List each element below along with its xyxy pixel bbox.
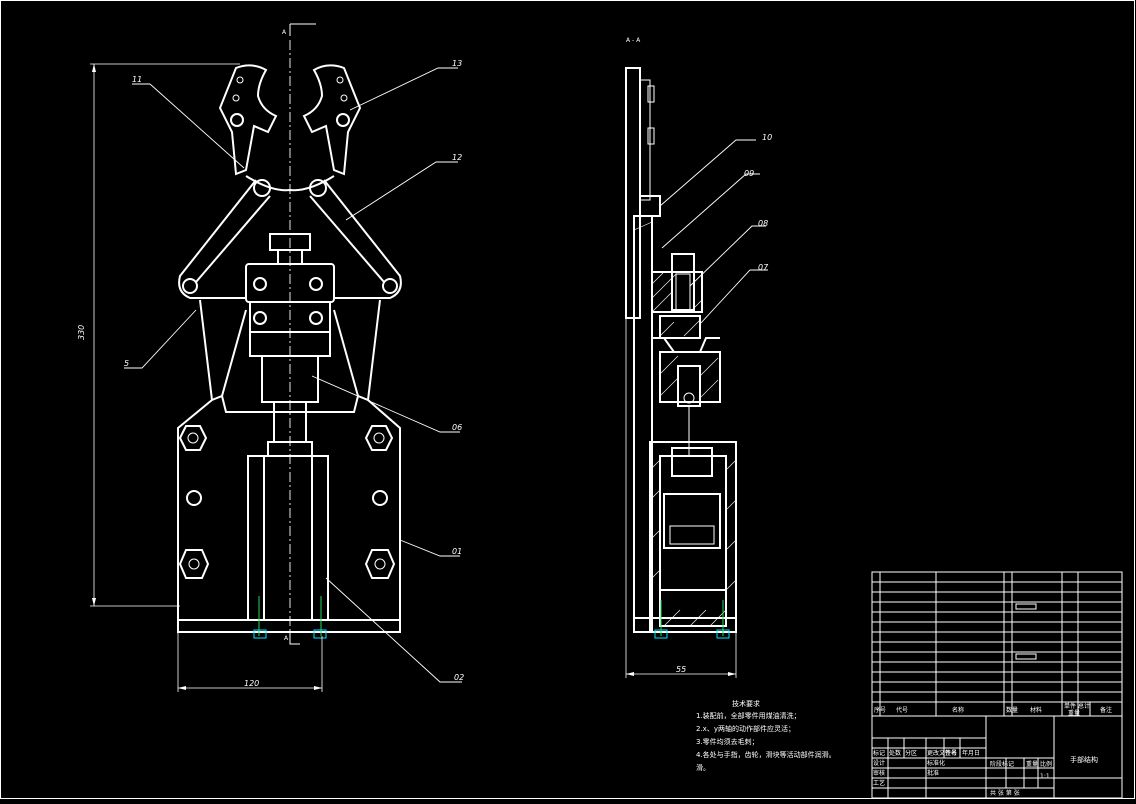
tech-notes: 技术要求 1.装配前，全部零件用煤油清洗； 2.x、y两轴的动作部件应灵活； 3…: [696, 699, 836, 772]
svg-text:年月日: 年月日: [962, 749, 980, 757]
svg-text:02: 02: [454, 673, 464, 682]
svg-text:分区: 分区: [905, 749, 917, 757]
dim-depth-value: 55: [676, 665, 686, 674]
right-arm: [323, 179, 402, 299]
svg-text:2.x、y两轴的动作部件应灵活；: 2.x、y两轴的动作部件应灵活；: [696, 724, 795, 733]
svg-text:阶段标记: 阶段标记: [990, 760, 1014, 768]
section-title: A - A: [626, 37, 641, 44]
svg-text:序号: 序号: [874, 706, 886, 714]
svg-text:批准: 批准: [927, 769, 939, 777]
dim-height: [90, 63, 240, 607]
section-hatching: [649, 271, 737, 627]
svg-text:签名: 签名: [945, 749, 957, 757]
svg-text:06: 06: [452, 423, 462, 432]
drawing-name: 手部结构: [1070, 755, 1098, 764]
bolt-holes: [178, 425, 396, 579]
svg-text:10: 10: [762, 133, 772, 142]
svg-text:材料: 材料: [1030, 706, 1042, 714]
section-label-top: A: [282, 29, 287, 36]
base-plate: [177, 394, 401, 621]
svg-text:更改文件号: 更改文件号: [927, 749, 957, 757]
cylinder: [247, 455, 329, 621]
svg-text:比例: 比例: [1040, 760, 1052, 768]
left-jaw: [218, 64, 278, 176]
section-mark-top: [289, 23, 316, 36]
right-jaw: [302, 64, 362, 176]
svg-text:重量: 重量: [1026, 760, 1038, 768]
svg-text:数量: 数量: [1006, 706, 1018, 714]
dim-width: [177, 632, 323, 692]
left-arm: [178, 179, 257, 299]
svg-text:08: 08: [758, 219, 768, 228]
svg-text:共 张 第 张: 共 张 第 张: [990, 789, 1020, 797]
svg-text:备注: 备注: [1100, 706, 1112, 714]
svg-text:3.零件均须去毛刺；: 3.零件均须去毛刺；: [696, 737, 759, 746]
dim-width-value: 120: [244, 679, 259, 688]
svg-text:滑。: 滑。: [696, 763, 710, 772]
svg-text:标准化: 标准化: [927, 759, 945, 767]
svg-text:代号: 代号: [896, 706, 908, 714]
svg-text:1.装配前，全部零件用煤油清洗；: 1.装配前，全部零件用煤油清洗；: [696, 711, 801, 720]
title-block: 序号 代号 名称 数量 材料 单件 总计 重量 备注 标记 处数 分区: [871, 571, 1123, 799]
dim-depth: [625, 318, 737, 678]
svg-text:13: 13: [452, 59, 462, 68]
front-view: A: [77, 23, 464, 692]
svg-text:工艺: 工艺: [873, 779, 885, 787]
svg-text:处数: 处数: [889, 749, 901, 757]
side-callouts: 10 09 08 07: [659, 133, 772, 325]
svg-text:11: 11: [132, 75, 142, 84]
section-view: A - A: [625, 37, 772, 678]
svg-text:标记: 标记: [873, 749, 885, 757]
dim-height-value: 330: [77, 325, 86, 340]
svg-text:设计: 设计: [873, 759, 885, 767]
svg-text:5: 5: [124, 359, 129, 368]
svg-text:12: 12: [452, 153, 462, 162]
svg-text:单件: 单件: [1064, 702, 1076, 710]
svg-text:重量: 重量: [1068, 709, 1080, 717]
svg-text:01: 01: [452, 547, 462, 556]
svg-text:1:1: 1:1: [1040, 773, 1050, 780]
tech-notes-title: 技术要求: [732, 699, 760, 708]
svg-text:总计: 总计: [1078, 702, 1090, 710]
svg-text:名称: 名称: [952, 706, 964, 714]
svg-text:09: 09: [744, 169, 754, 178]
section-mark-bottom: [289, 632, 300, 645]
svg-text:4.各处与手指，齿轮，滑块等活动部件润滑。: 4.各处与手指，齿轮，滑块等活动部件润滑。: [696, 750, 836, 759]
svg-text:审核: 审核: [873, 769, 885, 777]
svg-text:A: A: [284, 635, 289, 642]
svg-text:07: 07: [758, 263, 769, 272]
front-callouts: 11 13 12 5 06 01 02: [124, 59, 464, 683]
